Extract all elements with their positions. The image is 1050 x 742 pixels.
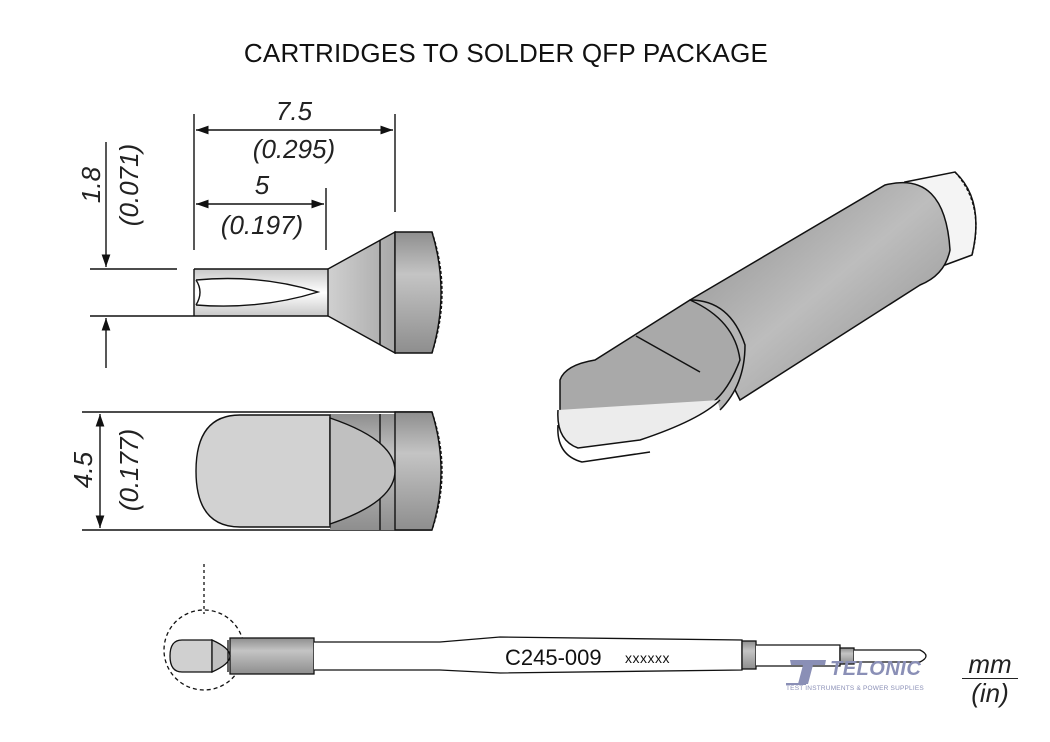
isometric-view [557,171,977,463]
dim-blade-length-in: (0.197) [221,210,303,240]
brand-name: TELONIC [830,658,922,680]
page-title: CARTRIDGES TO SOLDER QFP PACKAGE [243,38,769,68]
dim-thickness-in: (0.071) [114,144,144,226]
dim-overall-length-in: (0.295) [253,134,335,164]
units-primary: mm [962,650,1018,679]
brand-tagline: TEST INSTRUMENTS & POWER SUPPLIES [786,685,924,692]
top-view [82,411,443,531]
units-secondary: (in) [971,678,1009,708]
dim-blade-length-mm: 5 [255,170,270,200]
dim-width-in: (0.177) [114,429,144,511]
full-cartridge [163,564,927,691]
part-number-label: C245-009 [505,645,602,670]
side-view [90,114,443,368]
telonic-watermark: TELONIC TEST INSTRUMENTS & POWER SUPPLIE… [786,658,926,698]
dim-overall-length-mm: 7.5 [276,96,313,126]
units-legend: mm (in) [962,650,1018,707]
dim-thickness-mm: 1.8 [76,166,106,203]
dim-width-mm: 4.5 [68,451,98,488]
lot-code-label: xxxxxx [625,650,670,666]
telonic-logo-icon [786,660,826,685]
